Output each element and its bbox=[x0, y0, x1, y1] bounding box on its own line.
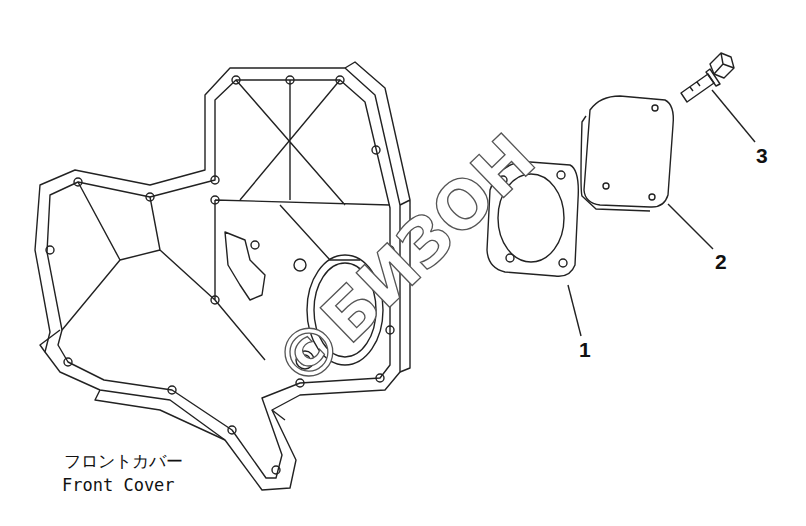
leader-line bbox=[668, 204, 713, 249]
leader-line bbox=[568, 285, 581, 336]
part-name: Front Cover bbox=[62, 475, 175, 495]
cover-plate-back bbox=[581, 116, 650, 211]
leader-line bbox=[712, 90, 755, 142]
cover-plate-hole bbox=[652, 105, 658, 111]
cover-plate bbox=[584, 96, 673, 207]
callout-number: 2 bbox=[714, 251, 728, 272]
cover-plate-hole bbox=[603, 183, 609, 189]
part-name-japanese: フロントカバー bbox=[64, 451, 183, 471]
bolt-shank bbox=[681, 74, 714, 102]
callout-number: 1 bbox=[578, 339, 592, 360]
callout-number: 3 bbox=[755, 145, 769, 166]
gasket-hole bbox=[506, 254, 514, 262]
front-cover-hole bbox=[294, 259, 306, 271]
bolt-holes bbox=[46, 76, 394, 474]
gasket-hole bbox=[559, 259, 567, 267]
cover-plate-hole bbox=[649, 194, 655, 200]
front-cover-boss bbox=[225, 232, 265, 300]
front-cover-hole bbox=[251, 241, 259, 249]
gasket-hole bbox=[557, 171, 565, 179]
bolt-head bbox=[710, 53, 734, 78]
front-cover-foot bbox=[40, 330, 285, 440]
